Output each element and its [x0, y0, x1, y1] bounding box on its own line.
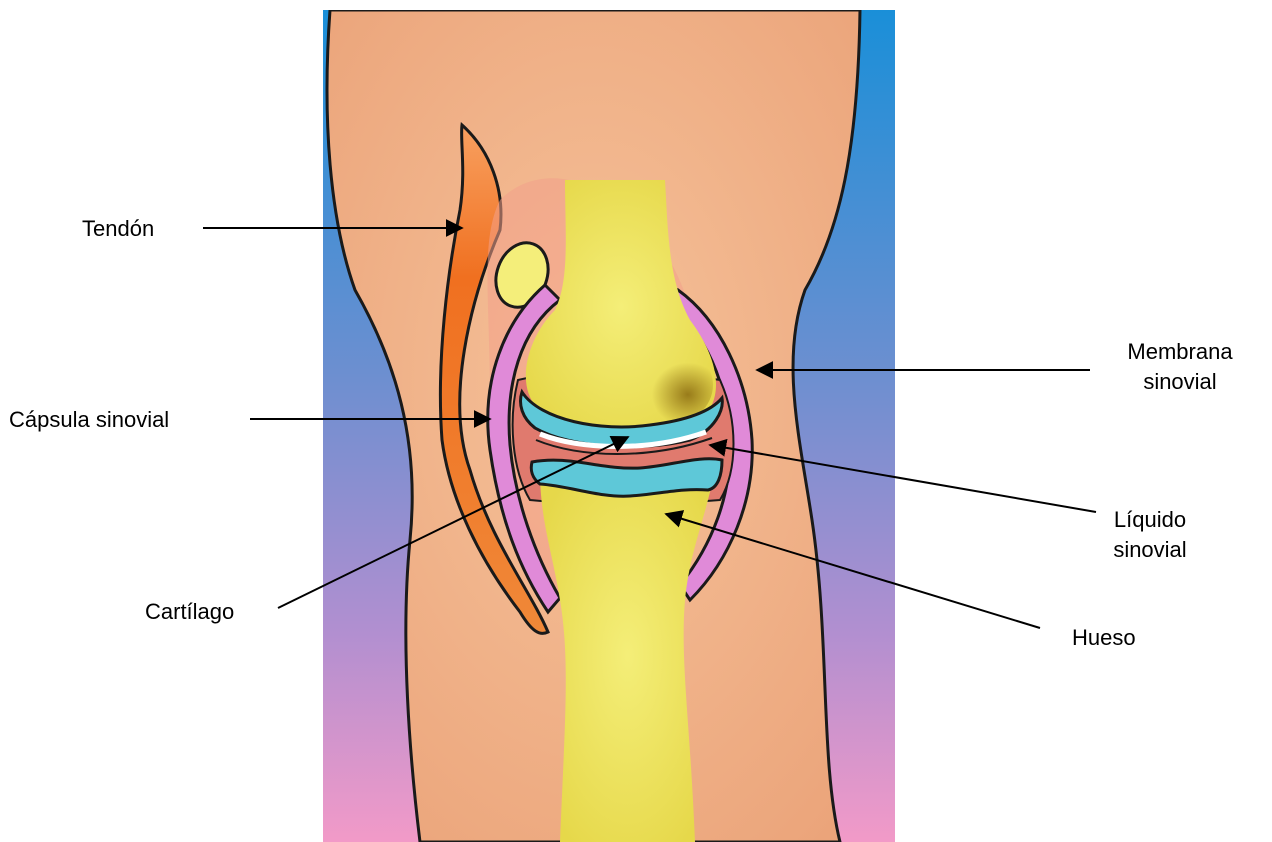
label-tendon: Tendón — [82, 214, 154, 244]
label-capsula-sinovial: Cápsula sinovial — [9, 405, 169, 435]
label-membrana-line1: Membrana — [1100, 337, 1260, 367]
label-hueso: Hueso — [1072, 623, 1136, 653]
label-membrana-sinovial: Membrana sinovial — [1100, 337, 1260, 397]
label-liquido-line1: Líquido — [1070, 505, 1230, 535]
label-liquido-line2: sinovial — [1070, 535, 1230, 565]
label-membrana-line2: sinovial — [1100, 367, 1260, 397]
label-liquido-sinovial: Líquido sinovial — [1070, 505, 1230, 565]
label-cartilago: Cartílago — [145, 597, 234, 627]
